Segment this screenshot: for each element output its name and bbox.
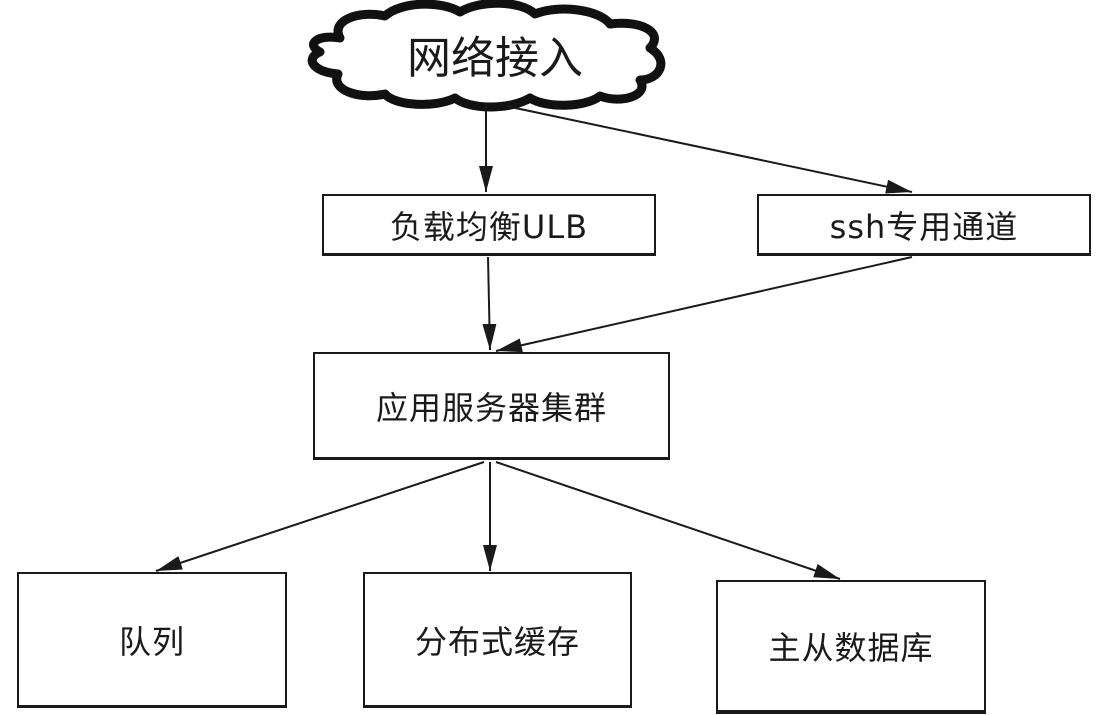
node-app-server-cluster-label: 应用服务器集群 (375, 388, 607, 427)
node-network-access: 网络接入 (407, 33, 583, 84)
node-master-slave-db-label: 主从数据库 (768, 629, 934, 667)
edge-ulb-app (482, 256, 497, 351)
node-ssh-channel: ssh专用通道 (757, 194, 1091, 256)
node-queue: 队列 (17, 572, 287, 708)
node-queue-label: 队列 (118, 622, 185, 661)
node-load-balancer-label: 负载均衡ULB (389, 207, 589, 246)
node-distributed-cache-label: 分布式缓存 (414, 622, 580, 661)
node-app-server-cluster: 应用服务器集群 (313, 352, 670, 460)
node-master-slave-db: 主从数据库 (716, 580, 986, 714)
edge-app-db (495, 461, 841, 580)
node-load-balancer: 负载均衡ULB (322, 194, 656, 256)
node-ssh-channel-label: ssh专用通道 (829, 207, 1019, 246)
edge-ssh-app (495, 256, 913, 353)
node-distributed-cache: 分布式缓存 (363, 572, 632, 708)
cloud-shape (307, 0, 666, 112)
edge-app-queue (155, 461, 485, 572)
edge-access-ssh (505, 105, 913, 194)
